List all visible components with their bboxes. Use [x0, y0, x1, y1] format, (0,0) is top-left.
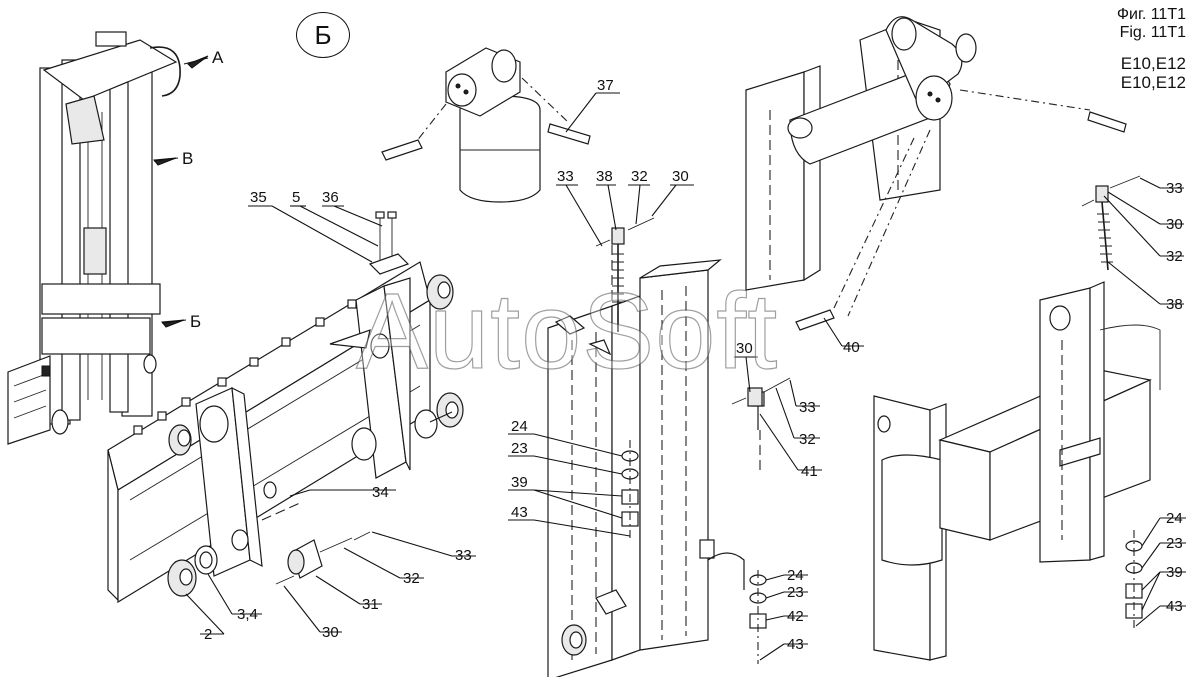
- view-arrow-a: A: [212, 48, 224, 67]
- callout-33-carriage: 33: [455, 547, 472, 564]
- model-list-ru: Е10,Е12: [1120, 54, 1186, 73]
- callout-32-carriage: 32: [403, 570, 420, 587]
- callout-40: 40: [843, 339, 860, 356]
- callout-33: 33: [557, 168, 574, 185]
- callout-23-middle: 23: [787, 584, 804, 601]
- washer-nut-stack-middle: [749, 570, 767, 664]
- roller-31: [275, 531, 371, 585]
- figure-title-ru: Фиг. 11Т1: [1116, 6, 1186, 23]
- callout-35: 35: [250, 189, 267, 206]
- callout-33-right: 33: [1166, 180, 1183, 197]
- bracket-plate-35: [368, 211, 410, 275]
- callout-39-right: 39: [1166, 564, 1183, 581]
- inner-mast: [547, 240, 765, 677]
- callout-38-right: 38: [1166, 296, 1183, 313]
- callout-30: 30: [672, 168, 689, 185]
- figure-title-en: Fig. 11T1: [1119, 24, 1186, 41]
- callout-43: 43: [511, 504, 528, 521]
- callouts: 37 33 38 32 30 35 5 36 34 33 32 31 30 2 …: [204, 77, 1183, 653]
- fork-carriage-right: [873, 281, 1161, 661]
- callout-31: 31: [362, 596, 379, 613]
- callout-38: 38: [596, 168, 613, 185]
- view-arrow-v: В: [182, 149, 193, 168]
- carriage-plate: [107, 261, 464, 604]
- leader-lines: [185, 92, 1186, 661]
- callout-24: 24: [511, 418, 528, 435]
- callout-33-bolt: 33: [799, 399, 816, 416]
- callout-2: 2: [204, 626, 212, 643]
- chain-anchor-bolt-38-right: [1081, 175, 1141, 271]
- callout-23: 23: [511, 440, 528, 457]
- view-b-marker: Б: [296, 12, 350, 58]
- callout-32-right: 32: [1166, 248, 1183, 265]
- callout-30-carriage: 30: [322, 624, 339, 641]
- chain-anchor-bolt-38: [595, 217, 655, 332]
- wheel-2: [167, 545, 218, 597]
- callout-30-right: 30: [1166, 216, 1183, 233]
- callout-43-right: 43: [1166, 598, 1183, 615]
- callout-41: 41: [801, 463, 818, 480]
- washer-nut-stack-left: [621, 440, 639, 540]
- washer-nut-stack-right: [1125, 530, 1143, 628]
- callout-3-4: 3,4: [237, 606, 258, 623]
- callout-39: 39: [511, 474, 528, 491]
- callout-37: 37: [597, 77, 614, 94]
- callout-24-middle: 24: [787, 567, 804, 584]
- title-block: Фиг. 11Т1 Fig. 11T1 Е10,Е12 E10,E12: [1117, 6, 1186, 92]
- callout-30-bolt: 30: [736, 340, 753, 357]
- callout-32-bolt: 32: [799, 431, 816, 448]
- callout-32: 32: [631, 168, 648, 185]
- callout-23-right: 23: [1166, 535, 1183, 552]
- mast-overview: [7, 31, 209, 445]
- view-arrow-b: Б: [190, 312, 201, 331]
- callout-42: 42: [787, 608, 804, 625]
- callout-34: 34: [372, 484, 389, 501]
- callout-24-right: 24: [1166, 510, 1183, 527]
- callout-43-middle: 43: [787, 636, 804, 653]
- chain-segment-40: [795, 309, 835, 331]
- model-list-en: E10,E12: [1120, 73, 1186, 92]
- outer-mast-top: [745, 16, 1127, 317]
- callout-5: 5: [292, 189, 300, 206]
- bolt-41: [731, 377, 791, 407]
- lift-cylinder-head: [381, 47, 591, 203]
- callout-36: 36: [322, 189, 339, 206]
